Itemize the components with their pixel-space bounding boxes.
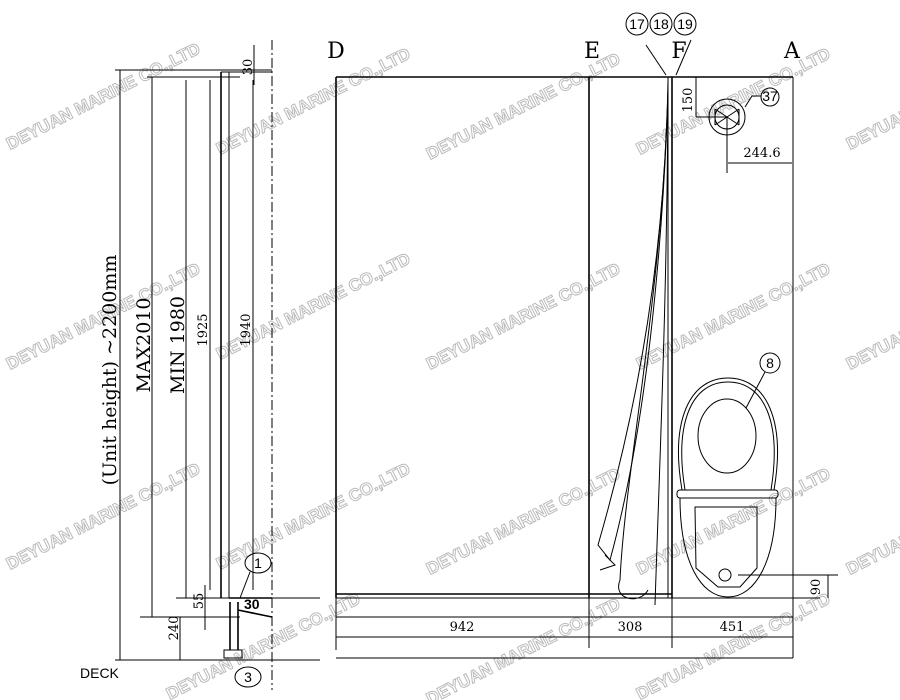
shower-curtain (597, 79, 669, 606)
watermark: DEYUAN MARINE CO.,LTD (423, 259, 623, 374)
dim-30: 30 (244, 596, 260, 612)
watermark: DEYUAN MARINE CO.,LTD (423, 464, 623, 579)
dim-150: 150 (681, 88, 696, 113)
watermark: DEYUAN MARINE CO.,LTD (423, 49, 623, 164)
callout-18: 18 (653, 16, 669, 32)
dim-55: 55 (192, 593, 207, 610)
min-height-label: MIN 1980 (167, 296, 189, 394)
plan-view: 942 308 451 D E F A 17 18 19 150 244.6 3… (327, 12, 838, 659)
toilet-icon (676, 377, 779, 598)
dim-30-top: 30 (241, 59, 256, 76)
callout-19: 19 (677, 16, 693, 32)
grid-label-a: A (783, 39, 801, 64)
watermark: DEYUAN MARINE CO.,LTD (3, 39, 203, 154)
callout-3-circle (234, 666, 262, 688)
dim-308: 308 (618, 620, 643, 635)
unit-height-label: (Unit height) ~2200mm (99, 255, 121, 486)
callout-8: 8 (766, 355, 774, 371)
grid-label-e: E (584, 39, 600, 64)
watermark: DEYUAN MARINE CO.,LTD (633, 464, 833, 579)
watermark: DEYUAN MARINE CO.,LTD (843, 259, 900, 374)
watermark: DEYUAN MARINE CO.,LTD (633, 589, 833, 700)
watermark: DEYUAN MARINE CO.,LTD (423, 594, 623, 700)
watermark: DEYUAN MARINE CO.,LTD (843, 39, 900, 154)
callout-17: 17 (629, 16, 645, 32)
dim-1925: 1925 (196, 313, 211, 346)
watermark: DEYUAN MARINE CO.,LTD (843, 464, 900, 579)
watermark: DEYUAN MARINE CO.,LTD (213, 459, 413, 574)
dim-942: 942 (450, 620, 475, 635)
side-elevation: (Unit height) ~2200mm MAX2010 MIN 1980 1… (80, 40, 320, 690)
grid-label-d: D (327, 39, 345, 64)
callout-1-circle (244, 552, 272, 574)
callout-37: 37 (762, 88, 778, 104)
grid-label-f: F (671, 39, 686, 64)
dim-244-6: 244.6 (743, 146, 780, 161)
dim-451: 451 (720, 620, 745, 635)
callout-3: 3 (244, 669, 252, 685)
max-height-label: MAX2010 (133, 297, 155, 392)
dim-240: 240 (167, 616, 182, 641)
callout-1: 1 (254, 555, 262, 571)
deck-label: DECK (80, 665, 120, 681)
dim-90: 90 (809, 579, 824, 596)
dim-1940: 1940 (239, 313, 254, 346)
watermark: DEYUAN MARINE CO.,LTD (633, 44, 833, 159)
